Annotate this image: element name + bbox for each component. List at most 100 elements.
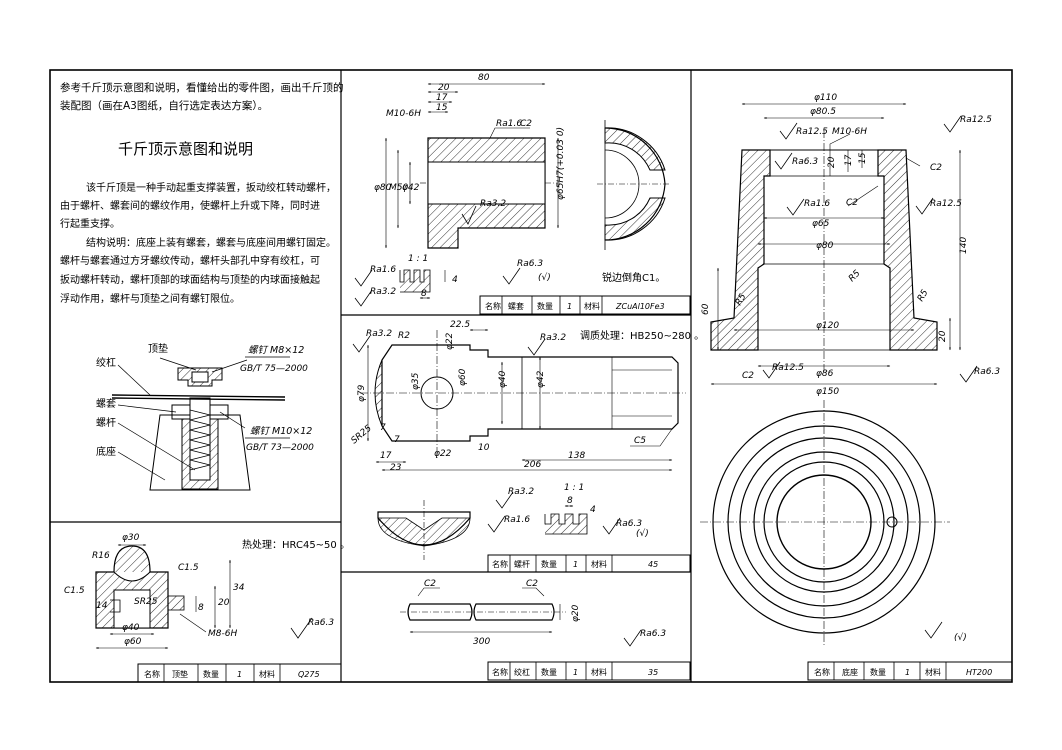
svg-text:SR25: SR25 — [350, 423, 375, 446]
intro-text: 参考千斤顶示意图和说明，看懂给出的零件图，画出千斤顶的 装配图（画在A3图纸，自… — [60, 81, 344, 305]
svg-text:20: 20 — [218, 598, 230, 608]
svg-text:φ80: φ80 — [816, 241, 834, 251]
svg-text:Ra12.5: Ra12.5 — [960, 115, 992, 125]
svg-text:7: 7 — [380, 423, 386, 433]
svg-text:(√): (√) — [538, 272, 551, 283]
svg-text:8: 8 — [198, 603, 204, 613]
svg-text:22.5: 22.5 — [450, 320, 470, 330]
svg-text:10: 10 — [478, 443, 490, 453]
svg-text:φ40: φ40 — [498, 370, 508, 388]
svg-text:φ150: φ150 — [816, 387, 839, 397]
svg-text:M10-6H: M10-6H — [386, 109, 421, 119]
label-luotao: 螺套 — [96, 397, 116, 410]
svg-text:Ra6.3: Ra6.3 — [616, 519, 642, 529]
schematic-labels: 顶垫 绞杠 螺套 螺杆 底座 螺钉 M8×12 GB/T 75—2000 螺钉 … — [96, 342, 314, 458]
svg-text:17: 17 — [436, 93, 448, 103]
svg-text:φ86: φ86 — [816, 369, 834, 379]
svg-text:80: 80 — [478, 73, 490, 83]
intro-line-2: 装配图（画在A3图纸，自行选定表达方案）。 — [60, 99, 268, 112]
jiaogang-title-block: 名称 绞杠 数量 1 材料 35 — [492, 667, 658, 677]
svg-text:材料: 材料 — [584, 301, 600, 311]
svg-text:60: 60 — [701, 303, 711, 315]
svg-text:4: 4 — [590, 505, 596, 515]
svg-text:材料: 材料 — [259, 669, 275, 679]
svg-text:17: 17 — [380, 451, 392, 461]
svg-text:1: 1 — [905, 668, 910, 677]
part-luogan-drawing — [352, 329, 691, 573]
svg-text:底座: 底座 — [842, 667, 858, 677]
para2-line4: 浮动作用，螺杆与顶垫之间有螺钉限位。 — [60, 292, 240, 305]
svg-text:4: 4 — [452, 275, 458, 285]
svg-text:数量: 数量 — [541, 667, 557, 677]
svg-text:φ110: φ110 — [814, 93, 837, 103]
svg-text:φ80: φ80 — [374, 183, 392, 193]
svg-text:φ20: φ20 — [571, 604, 581, 622]
svg-text:Ra12.5: Ra12.5 — [930, 199, 962, 209]
svg-text:φ22: φ22 — [445, 332, 455, 350]
svg-text:138: 138 — [568, 451, 585, 461]
svg-text:8: 8 — [421, 289, 427, 299]
svg-text:R16: R16 — [92, 551, 110, 561]
svg-text:M50: M50 — [389, 183, 408, 193]
svg-text:1: 1 — [573, 668, 578, 677]
label-luogan: 螺杆 — [96, 417, 116, 429]
svg-text:数量: 数量 — [203, 669, 219, 679]
svg-text:206: 206 — [524, 460, 541, 470]
svg-text:名称: 名称 — [144, 669, 160, 679]
svg-text:数量: 数量 — [870, 667, 886, 677]
svg-text:Ra1.6: Ra1.6 — [496, 119, 522, 129]
svg-text:材料: 材料 — [591, 559, 607, 569]
svg-text:C2: C2 — [846, 198, 858, 208]
svg-text:螺杆: 螺杆 — [514, 559, 530, 569]
svg-text:Ra1.6: Ra1.6 — [504, 515, 530, 525]
svg-text:1: 1 — [567, 302, 572, 311]
svg-text:140: 140 — [959, 237, 969, 254]
intro-heading: 千斤顶示意图和说明 — [118, 140, 253, 158]
svg-text:数量: 数量 — [537, 301, 553, 311]
svg-text:C2: C2 — [930, 163, 942, 173]
svg-text:7: 7 — [394, 435, 400, 445]
label-jiaogang: 绞杠 — [96, 356, 116, 369]
svg-text:M10-6H: M10-6H — [832, 127, 867, 137]
svg-text:Ra6.3: Ra6.3 — [792, 157, 818, 167]
svg-text:Ra3.2: Ra3.2 — [480, 199, 506, 209]
svg-text:φ22: φ22 — [434, 449, 452, 459]
label-std2: GB/T 73—2000 — [246, 443, 314, 453]
svg-text:(√): (√) — [636, 528, 649, 539]
part-dingdian-dims: φ30 R16 C1.5 C1.5 14 SR25 8 20 34 φ40 φ6… — [64, 533, 334, 647]
dingdian-title-block-frame — [137, 663, 342, 683]
svg-text:φ30: φ30 — [122, 533, 140, 543]
part-luotao-dims: 80 20 17 15 M10-6H Ra1.6 C2 φ80 M50 φ42 … — [370, 73, 566, 299]
svg-text:14: 14 — [96, 601, 108, 611]
label-dingdian: 顶垫 — [148, 342, 168, 355]
part-luotao-drawing — [354, 83, 691, 315]
part-jiaogang-drawing — [400, 587, 691, 681]
para1-line1: 该千斤顶是一种手动起重支撑装置，扳动绞杠转动螺杆， — [86, 181, 336, 194]
svg-text:20: 20 — [827, 156, 837, 168]
svg-text:材料: 材料 — [925, 667, 941, 677]
svg-text:名称: 名称 — [492, 559, 508, 569]
para2-line2: 螺杆与螺套通过方牙螺纹传动，螺杆头部孔中穿有绞杠，可 — [60, 254, 320, 267]
label-screw1: 螺钉 M8×12 — [248, 345, 304, 356]
svg-text:Ra6.3: Ra6.3 — [308, 618, 334, 628]
svg-text:34: 34 — [233, 583, 245, 593]
svg-text:Ra3.2: Ra3.2 — [540, 333, 566, 343]
svg-text:Ra3.2: Ra3.2 — [366, 329, 392, 339]
svg-text:Ra1.6: Ra1.6 — [370, 265, 396, 275]
svg-text:HT200: HT200 — [966, 668, 992, 677]
svg-text:φ60: φ60 — [458, 368, 468, 386]
svg-text:绞杠: 绞杠 — [514, 667, 530, 677]
svg-text:1 : 1: 1 : 1 — [408, 254, 428, 264]
svg-text:15: 15 — [858, 152, 868, 164]
part-dizuo-drawing — [700, 103, 1013, 681]
svg-text:C2: C2 — [526, 579, 538, 589]
luotao-title-block: 名称 螺套 数量 1 材料 ZCuAl10Fe3 — [485, 301, 665, 311]
label-dizuo: 底座 — [96, 445, 116, 458]
svg-text:45: 45 — [648, 560, 658, 569]
svg-text:名称: 名称 — [492, 667, 508, 677]
svg-text:名称: 名称 — [814, 667, 830, 677]
svg-text:螺套: 螺套 — [508, 301, 524, 311]
svg-text:20: 20 — [438, 83, 450, 93]
svg-text:φ40: φ40 — [122, 623, 140, 633]
